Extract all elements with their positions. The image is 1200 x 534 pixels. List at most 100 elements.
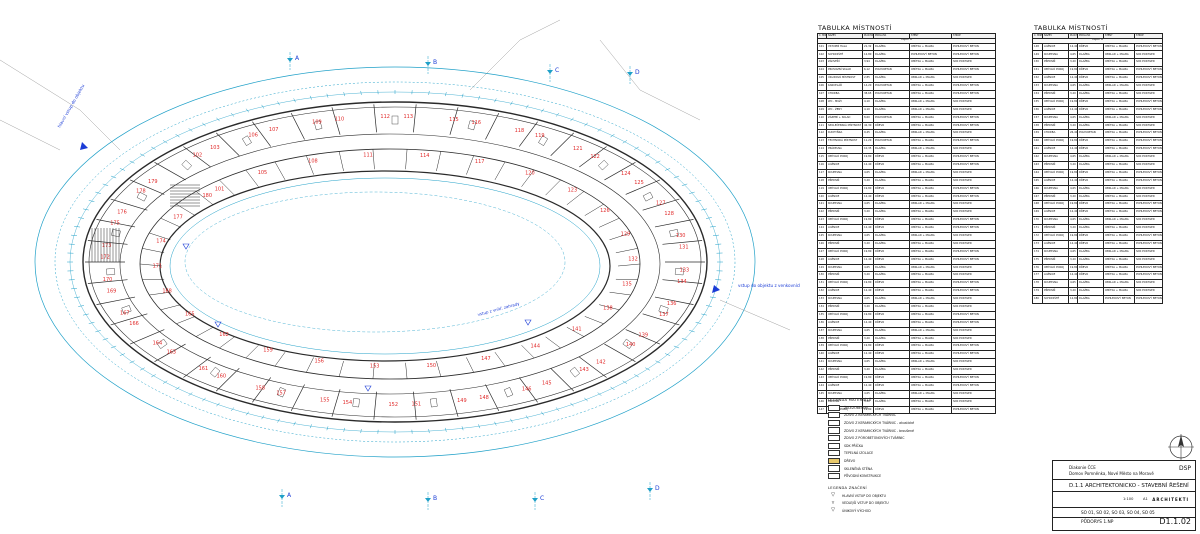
- table-cell: LOŽNICE: [826, 287, 863, 297]
- room-number-label: 129: [621, 232, 631, 238]
- room-partition: [331, 389, 341, 417]
- table-cell: PŘEDSÍŇ: [826, 208, 863, 218]
- dimension-tick: [129, 160, 135, 164]
- dimension-tick: [525, 104, 529, 109]
- table-cell: 12,40: [862, 287, 874, 297]
- room-partition: [183, 356, 211, 378]
- table-cell: POHLEDOVÝ BETON: [951, 82, 996, 91]
- table-cell: PŘEDSÍŇ: [826, 176, 863, 186]
- table-cell: 104: [817, 66, 827, 76]
- room-number-label: 125: [634, 180, 644, 186]
- legend-swatch: [828, 450, 840, 457]
- drawing-format: A1: [1143, 497, 1148, 501]
- room-partition: [290, 112, 305, 140]
- legend-material-item: PŮVODNÍ KONSTRUKCE: [828, 472, 956, 480]
- table-cell: SDK PODHLED: [951, 271, 996, 281]
- table-cell: DŘEVO: [873, 279, 910, 289]
- table-cell: 19,80: [862, 153, 874, 162]
- table-cell: POHLEDOVÝ BETON: [1134, 200, 1163, 210]
- dimension-tick: [664, 353, 671, 356]
- dimension-tick: [713, 234, 719, 236]
- table-cell: OBKLAD + MALBA: [909, 105, 952, 115]
- table-cell: 3,20: [1068, 160, 1078, 170]
- room-partition: [494, 161, 506, 180]
- legend-swatch: [828, 442, 840, 449]
- dimension-tick: [261, 415, 265, 420]
- table-cell: 135: [817, 310, 827, 320]
- table-cell: 4,65: [862, 168, 874, 178]
- site-boundary: [469, 19, 561, 91]
- room-partition: [373, 391, 377, 420]
- legend-material-item: DŘEVO: [828, 457, 956, 465]
- room-number-label: 109: [312, 119, 322, 125]
- table-cell: 4,65: [1068, 184, 1078, 194]
- dimension-tick: [705, 305, 712, 307]
- section-marker-label: C: [555, 67, 559, 74]
- table-cell: POHLEDOVÝ BETON: [951, 224, 996, 233]
- corridor-wall: [119, 133, 661, 395]
- table-cell: KOUPELNA: [826, 358, 863, 368]
- room-number-label: 164: [153, 341, 163, 347]
- table-cell: SDK PODHLED: [1134, 153, 1163, 162]
- table-cell: 108: [817, 97, 827, 107]
- entrance-arrow-icon: [712, 285, 720, 293]
- table-cell: POLYURETAN: [873, 113, 910, 123]
- table-cell: DLAŽBA: [873, 326, 910, 336]
- legend-symbol-item: ▽HLAVNÍ VSTUP DO OBJEKTU: [828, 492, 956, 500]
- legend-label: SDK PŘÍČKA: [844, 443, 864, 448]
- table-cell: 125: [817, 231, 827, 241]
- room-partition: [195, 326, 214, 337]
- room-partition: [219, 336, 235, 349]
- site-boundary: [719, 299, 791, 331]
- table-cell: POHLEDOVÝ BETON: [1134, 74, 1163, 84]
- room-partition: [604, 343, 636, 363]
- site-outline: [34, 66, 756, 458]
- table-cell: DLAŽBA: [1077, 58, 1104, 68]
- table-cell: 178: [1032, 279, 1043, 289]
- room-number-label: 177: [173, 214, 183, 220]
- table-cell: DLAŽBA: [1077, 113, 1104, 123]
- dimension-tick: [277, 101, 280, 106]
- room-partition: [550, 367, 575, 392]
- table-cell: OMÍTKA + MALBA: [909, 342, 952, 352]
- table-cell: 12,40: [1068, 176, 1078, 186]
- table-cell: 149: [1032, 50, 1043, 60]
- table-cell: LOŽNICE: [826, 160, 863, 170]
- room-partition: [110, 198, 148, 211]
- table-cell: KANCELÁŘ: [826, 82, 863, 91]
- dimension-tick: [478, 95, 481, 100]
- room-partition: [518, 377, 538, 403]
- table-cell: SDK PODHLED: [1134, 58, 1163, 68]
- room-partition: [183, 146, 211, 168]
- table-cell: KOUPELNA: [1042, 184, 1069, 194]
- table-cell: DLAŽBA: [1077, 192, 1104, 202]
- table-cell: OBKLAD + MALBA: [1103, 113, 1135, 123]
- table-cell: 3,20: [862, 334, 874, 344]
- table-cell: WC - ŽENY: [826, 105, 863, 115]
- table-cell: OMÍTKA + MALBA: [909, 239, 952, 249]
- table-cell: SDK PODHLED: [951, 239, 996, 249]
- dimension-tick: [74, 296, 81, 299]
- table-cell: 160: [1032, 137, 1043, 147]
- table-cell: OMÍTKA + MALBA: [1103, 239, 1135, 249]
- table-header-cell: STROP: [1134, 33, 1163, 39]
- table-cell: DŘEVO: [873, 121, 910, 131]
- table-cell: POHLEDOVÝ BETON: [951, 42, 996, 52]
- section-marker-label: A: [295, 55, 300, 62]
- dimension-tick: [664, 168, 671, 171]
- table-cell: 3,20: [1068, 89, 1078, 99]
- room-number-label: 172: [100, 254, 110, 260]
- room-partition: [413, 391, 417, 420]
- table-cell: 158: [1032, 121, 1043, 131]
- table-cell: 4,10: [862, 97, 874, 107]
